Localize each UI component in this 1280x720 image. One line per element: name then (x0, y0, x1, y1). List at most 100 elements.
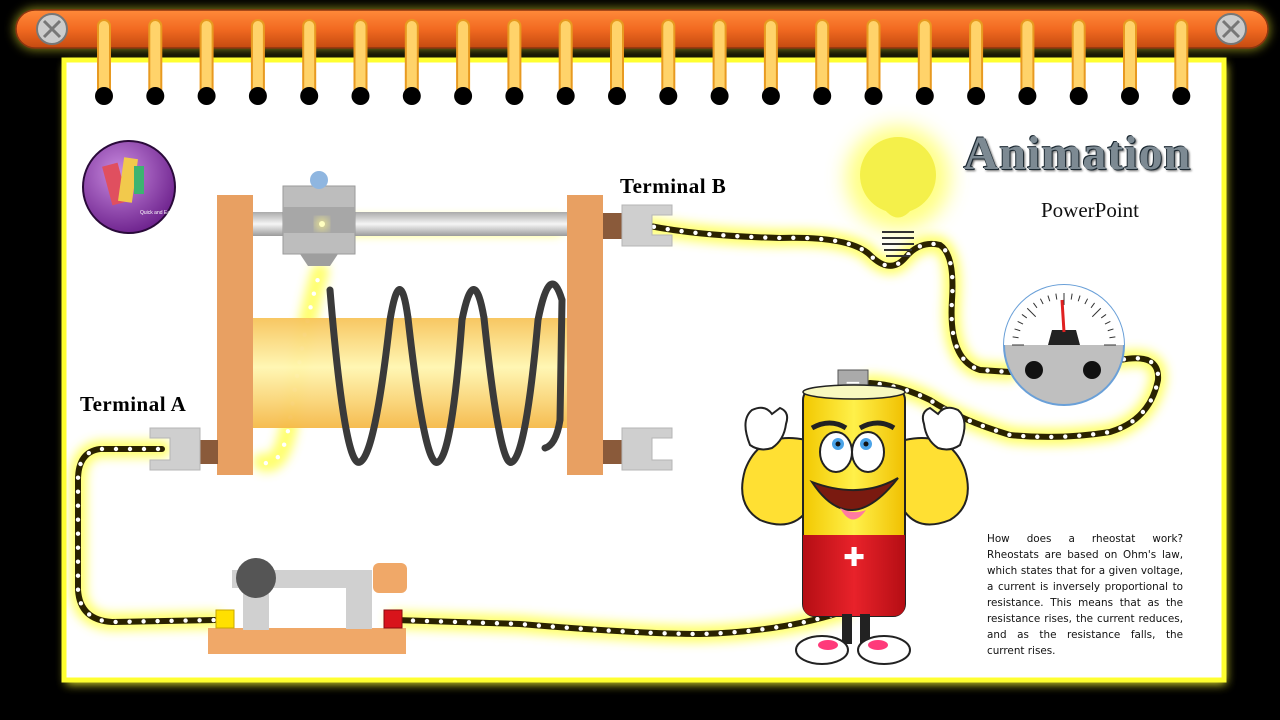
current-dot (749, 234, 754, 240)
current-dot (620, 629, 625, 634)
current-dot (1148, 398, 1154, 403)
current-dot (950, 330, 956, 336)
current-dot (311, 291, 317, 296)
binder-ring (1069, 19, 1088, 105)
current-dot (75, 475, 81, 480)
current-dot (424, 618, 430, 624)
slider-wiper[interactable] (282, 171, 356, 266)
current-dot (949, 302, 954, 308)
current-dot (917, 393, 923, 398)
current-dot (1148, 359, 1154, 365)
current-dot (86, 612, 92, 617)
gauge-tick (1077, 295, 1081, 302)
current-dot (721, 233, 726, 238)
svg-text:Quick and Easy: Quick and Easy (140, 210, 176, 216)
binder-ring (608, 19, 626, 105)
gauge-tick (1091, 307, 1102, 318)
current-dot (662, 631, 667, 636)
binder-ring (300, 19, 319, 105)
current-dot (275, 454, 281, 460)
current-dot (954, 344, 959, 349)
current-dot (141, 446, 147, 452)
screw-icon (36, 13, 68, 45)
gauge-tick (1090, 302, 1095, 309)
current-dot (1063, 434, 1068, 439)
current-dot (75, 587, 81, 592)
current-dot (718, 630, 723, 636)
current-dot (801, 620, 806, 625)
logo-icon: Quick and Easy (82, 140, 176, 234)
current-dot (466, 620, 472, 625)
binder-ring (351, 19, 370, 105)
current-dot (774, 625, 779, 630)
current-dot (1021, 433, 1026, 439)
current-dot (86, 450, 92, 456)
current-dot (791, 235, 796, 241)
current-dot (211, 617, 216, 623)
current-dot (1155, 371, 1161, 377)
terminal-c-stud (603, 440, 623, 464)
ammeter-icon (1003, 284, 1125, 406)
gauge-tick (1107, 328, 1114, 332)
terminal-b-clamp (621, 204, 673, 247)
current-dot (75, 503, 81, 508)
binder-ring (659, 19, 678, 105)
current-dot (155, 618, 160, 624)
current-dot (707, 231, 712, 237)
gauge-tick (1039, 298, 1044, 305)
current-dot (127, 619, 132, 624)
page-title: Animation (963, 127, 1192, 180)
terminal-c-clamp (621, 427, 673, 471)
binder-ring (248, 19, 267, 105)
current-dot (606, 628, 611, 633)
current-dot (1130, 419, 1135, 424)
gauge-tick (1026, 307, 1037, 318)
binder-ring (95, 19, 113, 105)
binder-ring (761, 19, 780, 105)
current-dot (508, 621, 514, 626)
gauge-tick (1055, 293, 1058, 300)
coil (326, 280, 566, 466)
binder-ring (556, 19, 575, 105)
gauge-tick (1100, 314, 1107, 319)
rheostat (149, 171, 673, 475)
current-dot (141, 619, 146, 624)
current-dot (564, 625, 569, 630)
binder-ring (710, 19, 729, 105)
current-dot (950, 288, 955, 294)
terminal-a-label: Terminal A (80, 392, 187, 416)
current-dot (634, 629, 639, 635)
current-dot (75, 531, 81, 536)
current-dot (931, 241, 936, 247)
current-dot (949, 316, 954, 322)
terminal-a-stud (198, 440, 218, 464)
current-dot (1135, 356, 1141, 361)
current-dot (75, 559, 81, 564)
current-dot (281, 442, 287, 447)
gauge-tick (1109, 336, 1116, 339)
current-dot (308, 305, 313, 310)
current-dot (75, 573, 81, 578)
terminal-a-clamp (149, 427, 201, 471)
current-dot (1049, 434, 1054, 440)
current-dot (882, 262, 887, 268)
current-dot (494, 621, 500, 626)
current-dot (950, 274, 955, 280)
current-dot (522, 622, 528, 627)
current-dot (859, 246, 864, 252)
current-dot (917, 244, 923, 249)
current-dot (942, 248, 948, 253)
current-dot (536, 623, 542, 628)
current-dot (980, 423, 986, 429)
current-dot (592, 627, 597, 632)
gauge-tick (1104, 320, 1111, 325)
current-dot (961, 356, 966, 361)
light-bulb-icon (846, 126, 950, 257)
current-dot (948, 260, 953, 266)
current-dot (169, 618, 174, 624)
current-dot (1090, 432, 1096, 437)
current-dot (870, 255, 876, 260)
switch-icon[interactable] (208, 558, 407, 654)
